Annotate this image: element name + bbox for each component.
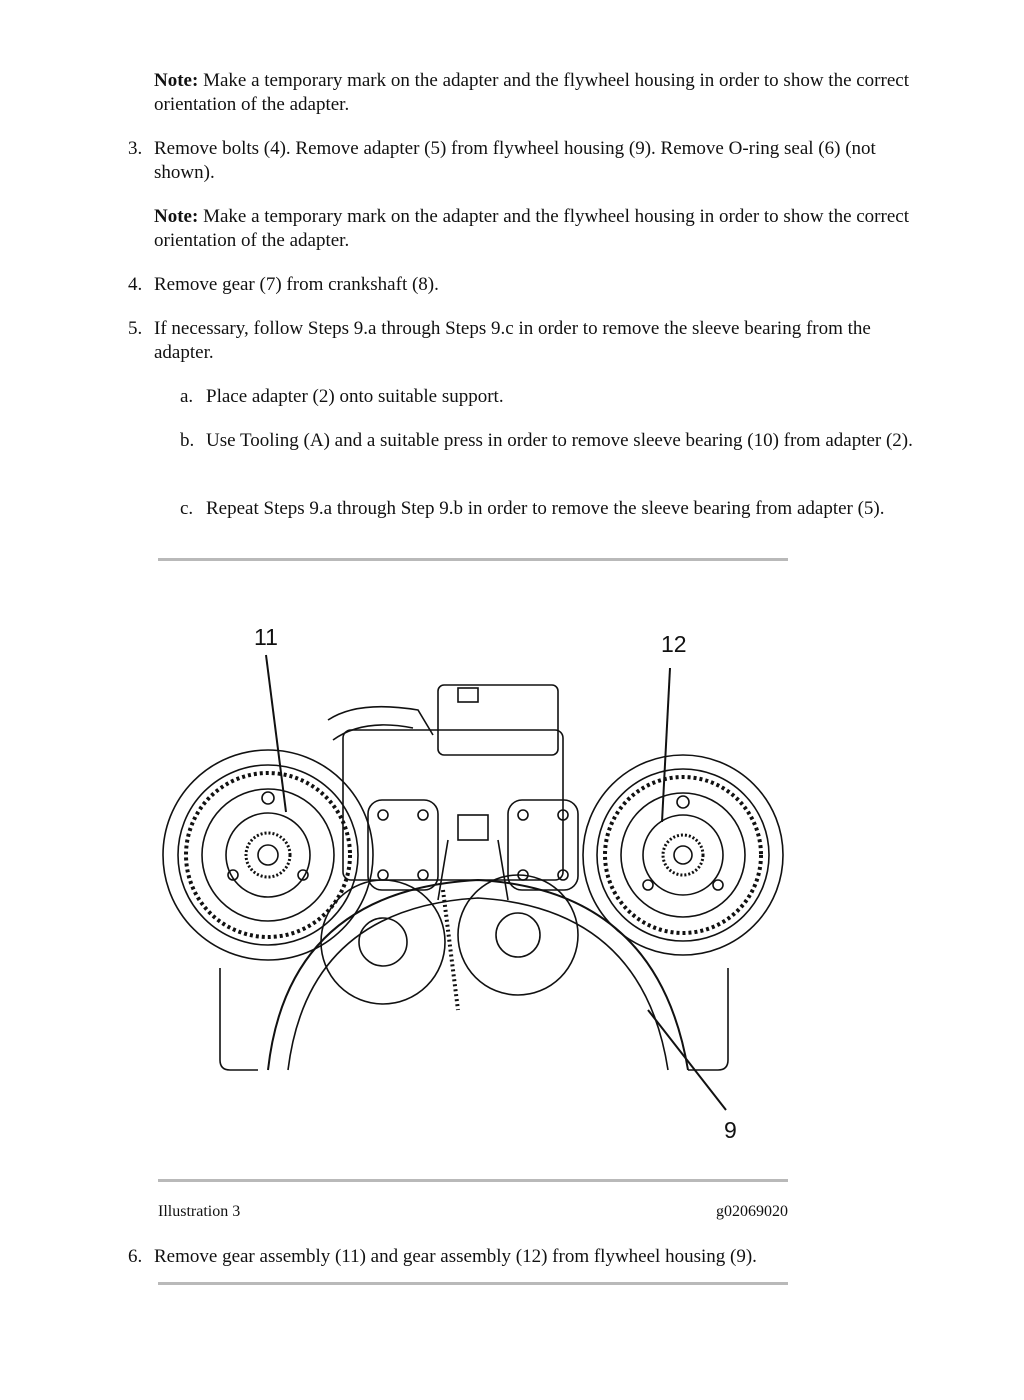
substep-letter: a. <box>180 386 194 407</box>
gear-assembly-left <box>162 749 374 961</box>
note-text: Make a temporary mark on the adapter and… <box>154 70 909 115</box>
flywheel-housing-illustration: 11 12 9 <box>162 624 784 1143</box>
leader-line-9 <box>647 1009 727 1111</box>
step-number: 3. <box>128 138 143 159</box>
step-number: 5. <box>128 318 143 339</box>
callout-11: 11 <box>254 624 278 650</box>
substep-c: c. Repeat Steps 9.a through Step 9.b in … <box>180 497 930 521</box>
center-lower-gears <box>320 874 579 1011</box>
note-1: Note: Make a temporary mark on the adapt… <box>154 69 934 117</box>
note-label: Note: <box>154 206 199 227</box>
step-number: 6. <box>128 1246 143 1267</box>
note-2: Note: Make a temporary mark on the adapt… <box>154 205 934 253</box>
caption-illustration-number: Illustration 3 <box>158 1203 241 1220</box>
pump-body <box>327 684 579 901</box>
figure-top-rule <box>158 558 788 561</box>
step-3: 3. Remove bolts (4). Remove adapter (5) … <box>128 137 928 185</box>
substep-a: a. Place adapter (2) onto suitable suppo… <box>180 385 930 409</box>
section-bottom-rule <box>158 1282 788 1285</box>
step-4: 4. Remove gear (7) from crankshaft (8). <box>128 273 928 297</box>
substep-text: Repeat Steps 9.a through Step 9.b in ord… <box>206 498 885 519</box>
substep-text: Use Tooling (A) and a suitable press in … <box>206 430 913 451</box>
figure-caption: Illustration 3 g02069020 <box>158 1200 788 1224</box>
housing-leg-right <box>688 968 729 1071</box>
step-6: 6. Remove gear assembly (11) and gear as… <box>128 1245 928 1269</box>
substep-text: Place adapter (2) onto suitable support. <box>206 386 504 407</box>
note-label: Note: <box>154 70 199 91</box>
substep-letter: b. <box>180 430 195 451</box>
step-text: Remove gear (7) from crankshaft (8). <box>154 274 439 295</box>
leader-line-11 <box>265 654 287 813</box>
step-number: 4. <box>128 274 143 295</box>
housing-arc-inner <box>287 897 669 1071</box>
step-text: Remove gear assembly (11) and gear assem… <box>154 1246 757 1267</box>
substep-b: b. Use Tooling (A) and a suitable press … <box>180 429 930 453</box>
callout-12: 12 <box>661 631 687 657</box>
gear-assembly-right <box>582 754 784 956</box>
housing-leg-left <box>219 968 258 1071</box>
caption-graphic-id: g02069020 <box>716 1203 788 1220</box>
leader-line-12 <box>661 667 671 823</box>
step-text: Remove bolts (4). Remove adapter (5) fro… <box>154 138 876 183</box>
callout-9: 9 <box>724 1117 737 1143</box>
figure-bottom-rule <box>158 1179 788 1182</box>
step-5: 5. If necessary, follow Steps 9.a throug… <box>128 317 928 365</box>
step-text: If necessary, follow Steps 9.a through S… <box>154 318 871 363</box>
substep-letter: c. <box>180 498 194 519</box>
note-text: Make a temporary mark on the adapter and… <box>154 206 909 251</box>
